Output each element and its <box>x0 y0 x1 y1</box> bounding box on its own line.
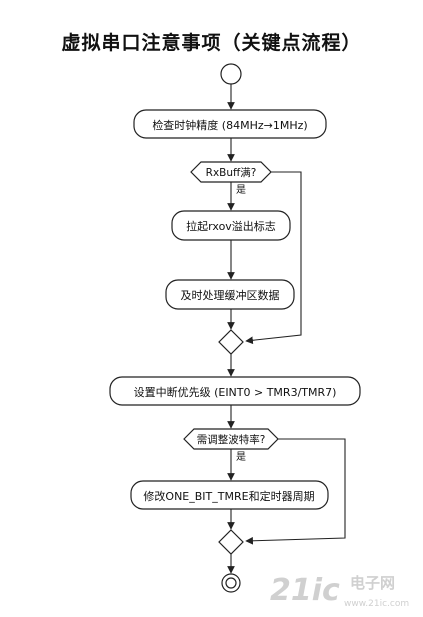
watermark-cn: 电子网 <box>350 574 395 592</box>
merge-node-2 <box>218 529 244 555</box>
raise-overflow-label: 拉起rxov溢出标志 <box>186 219 276 233</box>
set-priority-step <box>109 376 361 406</box>
rxbuff-full-label: RxBuff满? <box>206 167 257 179</box>
modify-timer-step <box>130 480 329 510</box>
process-buffer-step <box>165 279 295 310</box>
set-priority-label: 设置中断优先级 (EINT0 > TMR3/TMR7) <box>134 385 337 399</box>
watermark-logo: 21ic 电子网 www.21ic.com <box>270 573 409 609</box>
start-node <box>220 63 242 85</box>
merge-node-1 <box>218 329 244 355</box>
adjust-yes-label: 是 <box>236 451 246 463</box>
check-clock-step <box>133 109 327 139</box>
adjust-baud-label: 需调整波特率? <box>197 433 266 446</box>
modify-timer-label: 修改ONE_BIT_TMRE和定时器周期 <box>143 489 314 503</box>
check-clock-label: 检查时钟精度 (84MHz→1MHz) <box>152 118 307 132</box>
rxbuff-yes-label: 是 <box>236 184 246 196</box>
end-node-core <box>225 577 237 589</box>
watermark-brand: 21ic <box>270 573 340 608</box>
page-title: 虚拟串口注意事项（关键点流程） <box>61 32 362 54</box>
watermark-url: www.21ic.com <box>344 599 409 609</box>
process-buffer-label: 及时处理缓冲区数据 <box>181 288 280 302</box>
